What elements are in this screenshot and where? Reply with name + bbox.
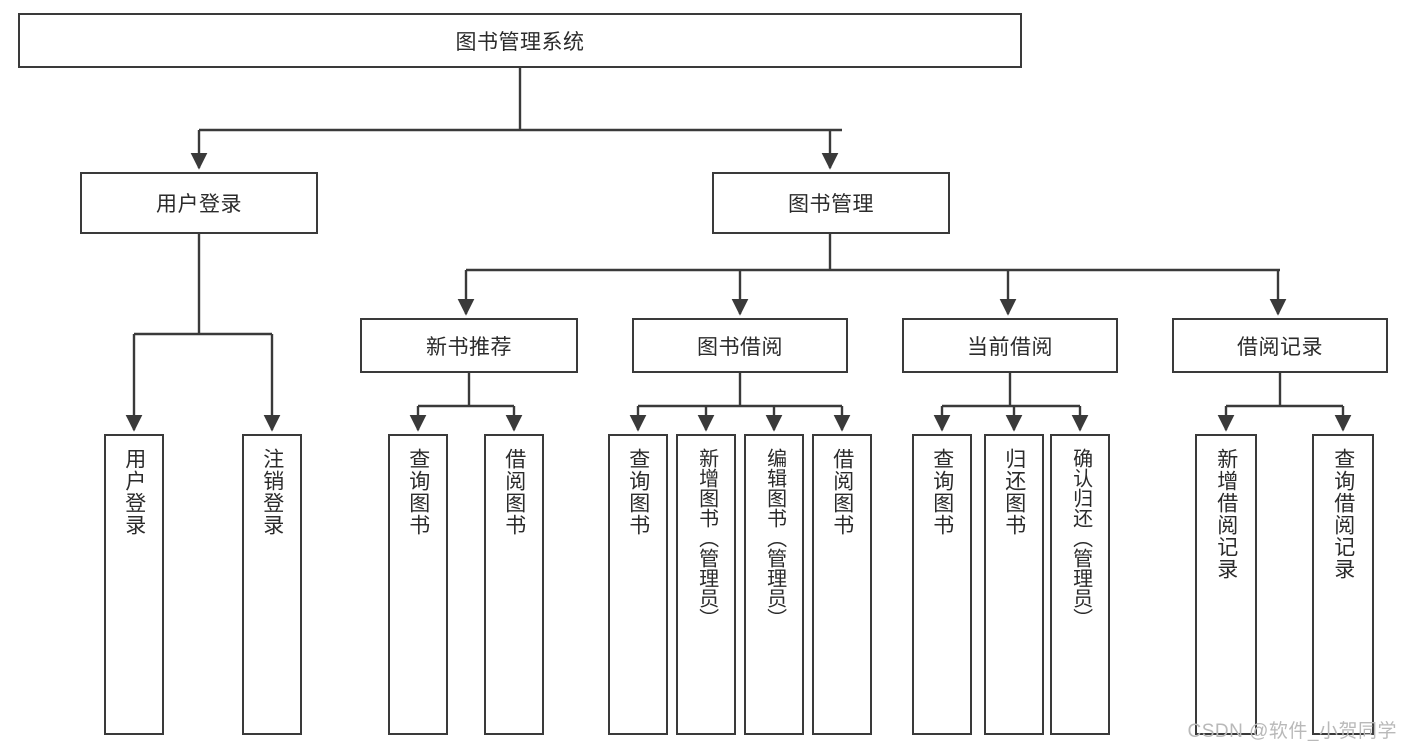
node-book-borrow[interactable]: 图书借阅	[632, 318, 848, 373]
node-leaf-confirm-return[interactable]: 确认归还（管理员）	[1050, 434, 1110, 735]
node-label-vertical: 查询图书	[930, 448, 954, 536]
node-new-book-recommend[interactable]: 新书推荐	[360, 318, 578, 373]
node-label-vertical: 查询图书	[626, 448, 650, 536]
node-label-vertical: 借阅图书	[830, 448, 854, 536]
node-leaf-add-record[interactable]: 新增借阅记录	[1195, 434, 1257, 735]
node-label-vertical: 查询借阅记录	[1331, 448, 1355, 580]
node-leaf-borrow-book-1[interactable]: 借阅图书	[484, 434, 544, 735]
node-label-vertical: 注销登录	[260, 448, 284, 536]
node-root-system[interactable]: 图书管理系统	[18, 13, 1022, 68]
node-leaf-query-book-1[interactable]: 查询图书	[388, 434, 448, 735]
node-label-vertical: 查询图书	[406, 448, 430, 536]
node-label-vertical: 新增借阅记录	[1214, 448, 1238, 580]
node-leaf-borrow-book-2[interactable]: 借阅图书	[812, 434, 872, 735]
node-leaf-query-book-2[interactable]: 查询图书	[608, 434, 668, 735]
node-user-login[interactable]: 用户登录	[80, 172, 318, 234]
node-leaf-query-record[interactable]: 查询借阅记录	[1312, 434, 1374, 735]
node-label-vertical: 编辑图书（管理员）	[763, 448, 786, 628]
node-leaf-user-logout[interactable]: 注销登录	[242, 434, 302, 735]
node-label-vertical: 新增图书（管理员）	[695, 448, 718, 628]
node-label-vertical: 用户登录	[122, 448, 146, 536]
node-current-borrow[interactable]: 当前借阅	[902, 318, 1118, 373]
node-label-vertical: 借阅图书	[502, 448, 526, 536]
node-borrow-record[interactable]: 借阅记录	[1172, 318, 1388, 373]
node-leaf-edit-book[interactable]: 编辑图书（管理员）	[744, 434, 804, 735]
node-book-manage[interactable]: 图书管理	[712, 172, 950, 234]
node-leaf-query-book-3[interactable]: 查询图书	[912, 434, 972, 735]
node-leaf-return-book[interactable]: 归还图书	[984, 434, 1044, 735]
node-leaf-user-login[interactable]: 用户登录	[104, 434, 164, 735]
csdn-watermark: CSDN @软件_小贺同学	[1187, 721, 1397, 742]
node-leaf-add-book[interactable]: 新增图书（管理员）	[676, 434, 736, 735]
node-label-vertical: 确认归还（管理员）	[1069, 448, 1092, 628]
node-label-vertical: 归还图书	[1002, 448, 1026, 536]
